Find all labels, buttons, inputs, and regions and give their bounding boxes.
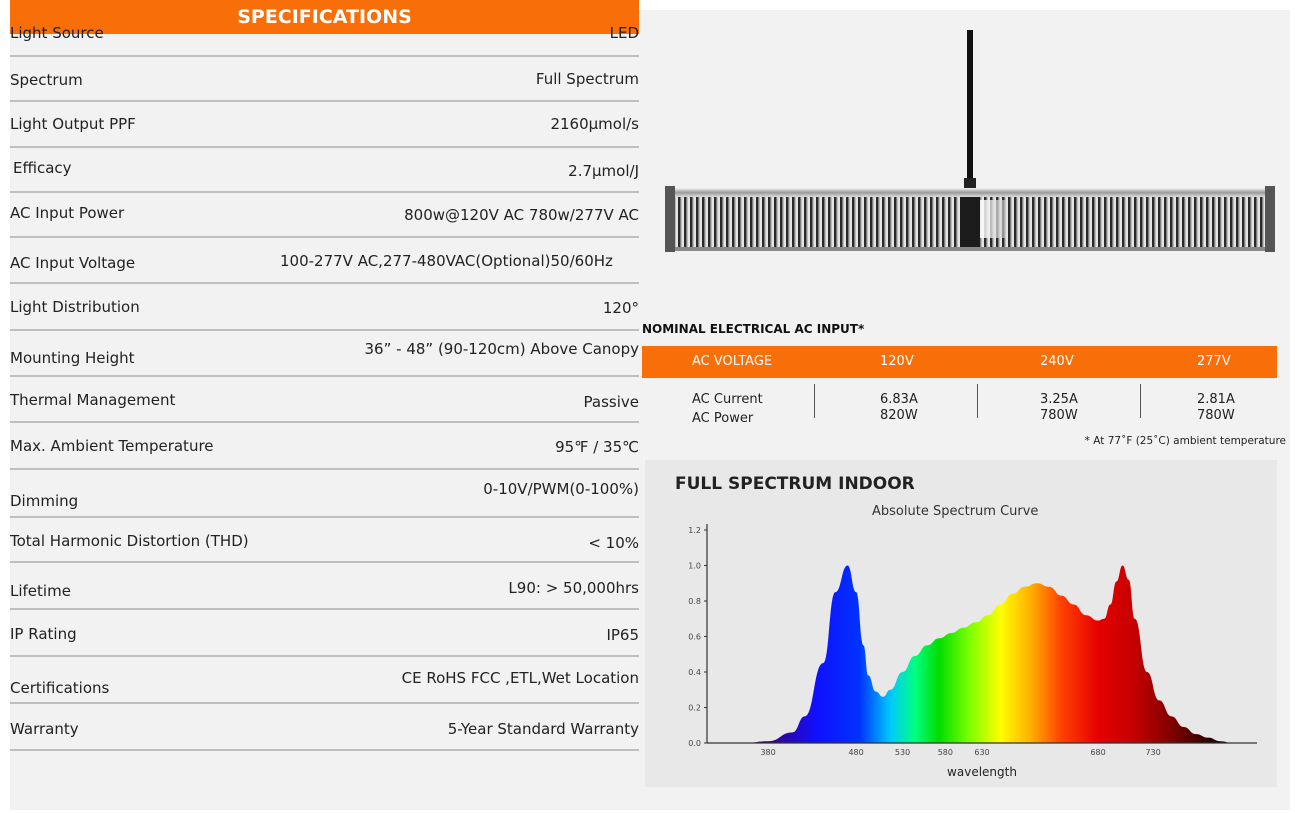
x-tick-label: 480 — [848, 748, 863, 757]
spec-label: Efficacy — [13, 159, 72, 177]
spec-row-spectrum: Spectrum Full Spectrum — [10, 57, 639, 102]
column-divider — [977, 384, 978, 418]
spec-label: Certifications — [10, 679, 110, 697]
spec-label: Thermal Management — [10, 391, 176, 409]
y-tick-label: 0.8 — [688, 597, 701, 606]
spec-value: 95℉ / 35℃ — [555, 438, 639, 456]
ac-current-277: 2.81A — [1197, 392, 1235, 407]
y-tick-label: 0.6 — [688, 633, 701, 642]
product-fixture-image — [665, 30, 1275, 252]
spec-row-max-ambient-temperature: Max. Ambient Temperature 95℉ / 35℃ — [10, 425, 639, 470]
spectrum-area — [725, 565, 1233, 743]
spec-value: Full Spectrum — [535, 70, 639, 88]
x-axis-label: wavelength — [947, 765, 1017, 779]
spectrum-panel: FULL SPECTRUM INDOOR Absolute Spectrum C… — [645, 460, 1277, 787]
spec-value: 120° — [602, 299, 639, 317]
spec-label: Spectrum — [10, 71, 83, 89]
spec-label: Mounting Height — [10, 349, 135, 367]
specifications-header: SPECIFICATIONS — [10, 0, 639, 34]
spec-value: LED — [609, 24, 639, 42]
ac-power-label: AC Power — [692, 411, 754, 426]
voltage-120-header: 120V — [880, 354, 914, 369]
spec-value: 36” - 48” (90-120cm) Above Canopy — [364, 340, 639, 358]
spec-value: 2.7μmol/J — [568, 162, 639, 180]
ac-current-120: 6.83A — [880, 392, 918, 407]
spec-label: Light Source — [10, 24, 104, 42]
ac-current-240: 3.25A — [1040, 392, 1078, 407]
electrical-input-title: NOMINAL ELECTRICAL AC INPUT* — [642, 322, 865, 336]
spec-value: 5-Year Standard Warranty — [447, 720, 639, 738]
spec-row-ip-rating: IP Rating IP65 — [10, 612, 639, 657]
spec-value: CE RoHS FCC ,ETL,Wet Location — [401, 669, 639, 687]
x-tick-label: 730 — [1145, 748, 1160, 757]
spec-value: L90: > 50,000hrs — [508, 579, 639, 597]
x-tick-label: 680 — [1090, 748, 1105, 757]
spec-label: Warranty — [10, 720, 79, 738]
spec-label: IP Rating — [10, 625, 77, 643]
spec-label: Max. Ambient Temperature — [10, 437, 214, 455]
spec-label: Light Output PPF — [10, 115, 136, 133]
spec-label: Total Harmonic Distortion (THD) — [10, 532, 249, 550]
spec-label: AC Input Voltage — [10, 254, 136, 272]
spec-label: Lifetime — [10, 582, 71, 600]
voltage-240-header: 240V — [1040, 354, 1074, 369]
spec-value: Passive — [583, 393, 639, 411]
spec-row-light-source: Light Source LED — [10, 12, 639, 57]
spectrum-chart: 0.0 0.2 0.4 0.6 0.8 1.0 1.2 380 480 530 580 630 680 7… — [688, 524, 1257, 779]
specifications-title: SPECIFICATIONS — [237, 6, 412, 28]
ac-voltage-header: AC VOLTAGE — [692, 354, 773, 369]
y-tick-label: 0.2 — [688, 704, 701, 713]
x-tick-label: 580 — [938, 748, 953, 757]
spec-value: 0-10V/PWM(0-100%) — [483, 480, 639, 498]
spec-label: Dimming — [10, 492, 79, 510]
y-tick-label: 1.2 — [688, 526, 701, 535]
spec-row-ac-input-power: AC Input Power 800w@120V AC 780w/277V AC — [10, 193, 639, 238]
ac-current-label: AC Current — [692, 392, 763, 407]
x-tick-label: 630 — [974, 748, 989, 757]
ac-power-240: 780W — [1040, 408, 1078, 423]
chart-title: Absolute Spectrum Curve — [872, 504, 1039, 519]
y-tick-label: 1.0 — [688, 562, 701, 571]
spec-value: 800w@120V AC 780w/277V AC — [404, 206, 639, 224]
x-tick-label: 380 — [760, 748, 775, 757]
spec-row-ac-input-voltage: AC Input Voltage 100-277V AC,277-480VAC(O… — [10, 239, 639, 284]
spec-row-mounting-height: Mounting Height 36” - 48” (90-120cm) Abov… — [10, 332, 639, 377]
spec-row-total-harmonic-distortion: Total Harmonic Distortion (THD) < 10% — [10, 518, 639, 563]
spec-label: AC Input Power — [10, 204, 125, 222]
electrical-table-header: AC VOLTAGE 120V 240V 277V — [642, 346, 1277, 378]
spec-row-dimming: Dimming 0-10V/PWM(0-100%) — [10, 473, 639, 518]
spec-row-efficacy: Efficacy 2.7μmol/J — [10, 148, 639, 193]
spec-row-light-output-ppf: Light Output PPF 2160μmol/s — [10, 103, 639, 148]
y-tick-label: 0.4 — [688, 668, 701, 677]
column-divider — [1140, 384, 1141, 418]
electrical-table-body: AC Current AC Power 6.83A 820W 3.25A 780… — [642, 380, 1277, 426]
spec-value: < 10% — [588, 534, 639, 552]
column-divider — [814, 384, 815, 418]
spec-label: Light Distribution — [10, 298, 140, 316]
ac-power-120: 820W — [880, 408, 918, 423]
ac-power-277: 780W — [1197, 408, 1235, 423]
spec-row-light-distribution: Light Distribution 120° — [10, 286, 639, 331]
voltage-277-header: 277V — [1197, 354, 1231, 369]
spectrum-title: FULL SPECTRUM INDOOR — [675, 474, 915, 494]
spec-value: IP65 — [606, 626, 639, 644]
spec-row-certifications: Certifications CE RoHS FCC ,ETL,Wet Locat… — [10, 659, 639, 704]
spec-value: 100-277V AC,277-480VAC(Optional)50/60Hz — [280, 252, 613, 270]
y-tick-label: 0.0 — [688, 739, 701, 748]
spec-row-warranty: Warranty 5-Year Standard Warranty — [10, 706, 639, 751]
spec-value: 2160μmol/s — [550, 115, 639, 133]
ambient-temperature-note: * At 77˚F (25˚C) ambient temperature — [1084, 435, 1286, 447]
x-tick-label: 530 — [895, 748, 910, 757]
spec-row-thermal-management: Thermal Management Passive — [10, 378, 639, 423]
spec-row-lifetime: Lifetime L90: > 50,000hrs — [10, 565, 639, 610]
